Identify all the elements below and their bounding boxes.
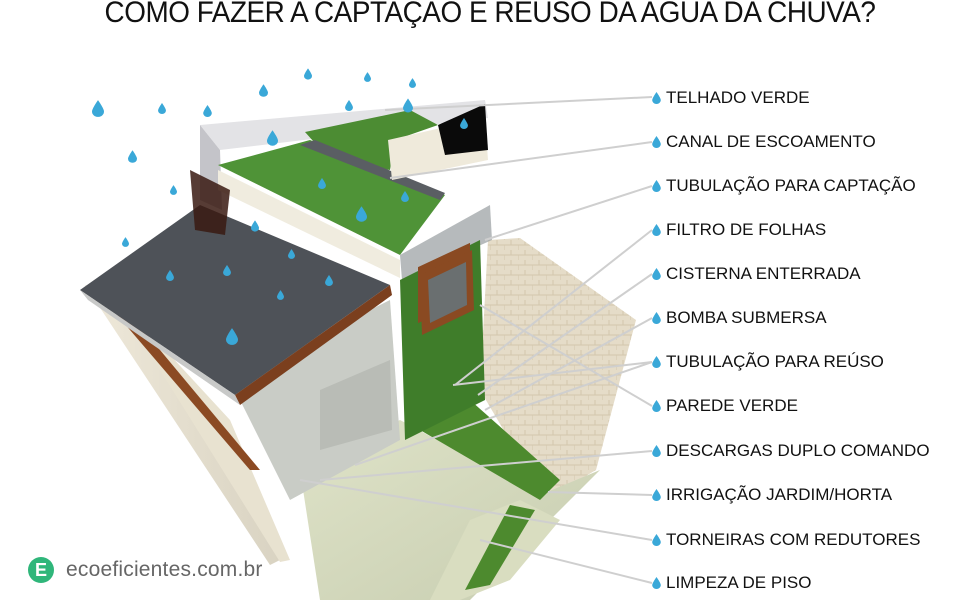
label-limpeza-de-piso: LIMPEZA DE PISO bbox=[652, 572, 812, 594]
label-telhado-verde: TELHADO VERDE bbox=[652, 87, 810, 109]
website-text: ecoeficientes.com.br bbox=[66, 558, 263, 581]
label-descargas-duplo-comando: DESCARGAS DUPLO COMANDO bbox=[652, 440, 930, 462]
label-torneiras-com-redutores: TORNEIRAS COM REDUTORES bbox=[652, 529, 920, 551]
water-drop-icon bbox=[652, 312, 661, 324]
logo-e-icon: E bbox=[28, 557, 54, 583]
water-drop-icon bbox=[652, 400, 661, 412]
label-bomba-submersa: BOMBA SUBMERSA bbox=[652, 307, 827, 329]
water-drop-icon bbox=[652, 489, 661, 501]
label-cisterna-enterrada: CISTERNA ENTERRADA bbox=[652, 263, 861, 285]
label-canal-de-escoamento: CANAL DE ESCOAMENTO bbox=[652, 131, 876, 153]
label-irrigacao-jardim-horta: IRRIGAÇÃO JARDIM/HORTA bbox=[652, 484, 892, 506]
water-drop-icon bbox=[652, 268, 661, 280]
water-drop-icon bbox=[652, 224, 661, 236]
label-parede-verde: PAREDE VERDE bbox=[652, 395, 798, 417]
label-filtro-de-folhas: FILTRO DE FOLHAS bbox=[652, 219, 826, 241]
label-tubulacao-para-captacao: TUBULAÇÃO PARA CAPTAÇÃO bbox=[652, 175, 916, 197]
water-drop-icon bbox=[652, 136, 661, 148]
page-title: COMO FAZER A CAPTAÇAO E REUSO DA AGUA DA… bbox=[104, 0, 876, 29]
brand-logo: E ecoeficientes.com.br bbox=[28, 557, 263, 583]
water-drop-icon bbox=[652, 356, 661, 368]
water-drop-icon bbox=[652, 577, 661, 589]
label-tubulacao-para-reuso: TUBULAÇÃO PARA REÚSO bbox=[652, 351, 884, 373]
water-drop-icon bbox=[652, 534, 661, 546]
water-drop-icon bbox=[652, 92, 661, 104]
water-drop-icon bbox=[652, 180, 661, 192]
water-drop-icon bbox=[652, 445, 661, 457]
